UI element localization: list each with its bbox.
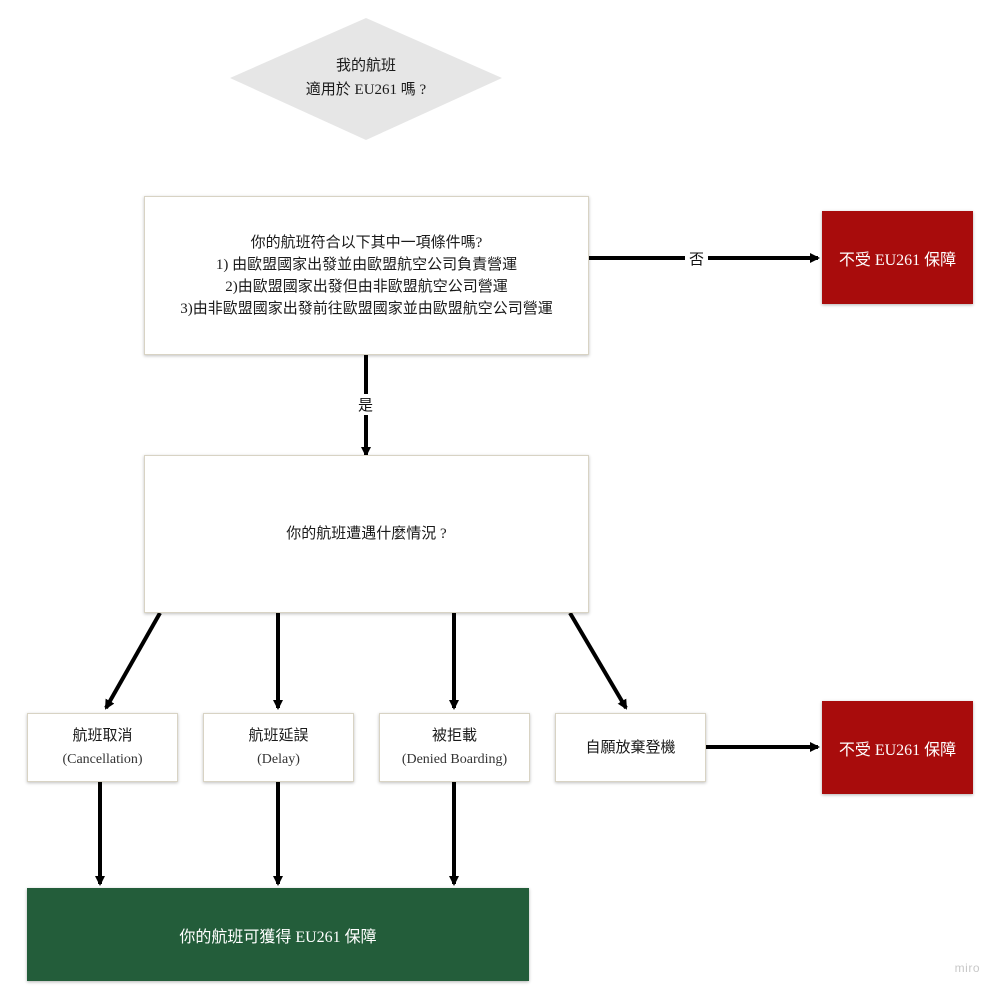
option-denied-title: 被拒載 xyxy=(431,727,477,744)
covered-box: 你的航班可獲得 EU261 保障 xyxy=(27,888,529,981)
option-delay: 航班延誤 (Delay) xyxy=(203,713,354,782)
option-denied-boarding: 被拒載 (Denied Boarding) xyxy=(379,713,530,782)
start-diamond-shape xyxy=(230,18,502,140)
option-delay-sub: (Delay) xyxy=(257,751,300,767)
situation-text: 你的航班遭遇什麼情況 ? xyxy=(286,526,447,542)
option-denied-sub: (Denied Boarding) xyxy=(401,751,508,767)
not-covered-box-top: 不受 EU261 保障 xyxy=(822,211,973,304)
condition-3: 3)由非歐盟國家出發前往歐盟國家並由歐盟航空公司營運 xyxy=(180,300,553,317)
miro-watermark: miro xyxy=(954,961,980,975)
option-delay-title: 航班延誤 xyxy=(248,727,309,744)
arrow-to-cancellation xyxy=(104,612,162,710)
not-covered-text-top: 不受 EU261 保障 xyxy=(838,251,957,269)
not-covered-box-bottom: 不受 EU261 保障 xyxy=(822,701,973,794)
start-line-2: 適用於 EU261 嗎 ? xyxy=(305,82,427,98)
situation-box: 你的航班遭遇什麼情況 ? xyxy=(144,455,589,613)
start-decision: 我的航班 適用於 EU261 嗎 ? xyxy=(260,44,472,112)
condition-2: 2)由歐盟國家出發但由非歐盟航空公司營運 xyxy=(225,278,508,295)
not-covered-text-bottom: 不受 EU261 保障 xyxy=(838,741,957,759)
covered-text: 你的航班可獲得 EU261 保障 xyxy=(179,928,377,946)
start-line-1: 我的航班 xyxy=(335,58,396,74)
edge-label-yes: 是 xyxy=(354,394,378,415)
option-voluntary: 自願放棄登機 xyxy=(555,713,706,782)
condition-1: 1) 由歐盟國家出發並由歐盟航空公司負責營運 xyxy=(215,256,518,273)
option-cancellation-sub: (Cancellation) xyxy=(62,751,143,767)
arrow-to-voluntary xyxy=(568,611,628,710)
conditions-title: 你的航班符合以下其中一項條件嗎? xyxy=(250,234,483,251)
option-voluntary-title: 自願放棄登機 xyxy=(585,739,676,756)
conditions-box: 你的航班符合以下其中一項條件嗎? 1) 由歐盟國家出發並由歐盟航空公司負責營運 … xyxy=(144,196,589,355)
edge-label-no: 否 xyxy=(685,248,709,269)
option-cancellation-title: 航班取消 xyxy=(72,727,133,744)
option-cancellation: 航班取消 (Cancellation) xyxy=(27,713,178,782)
